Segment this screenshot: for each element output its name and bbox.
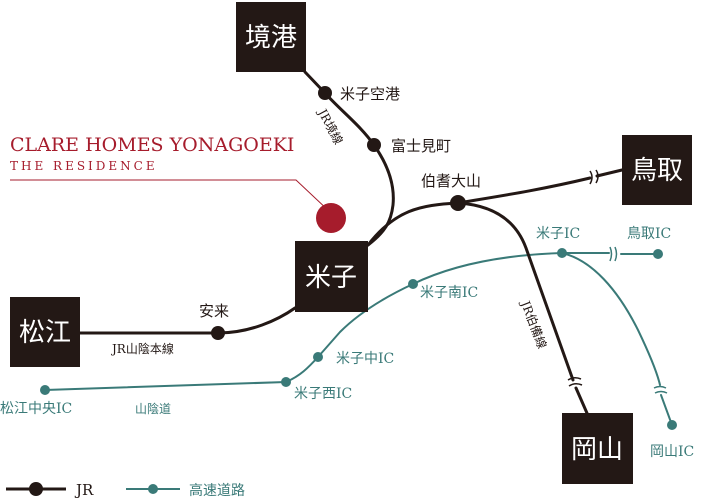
station-hoki-daisen-dot xyxy=(450,195,466,211)
city-tottori: 鳥取 xyxy=(622,135,692,205)
property-leader-line xyxy=(10,179,331,213)
legend-highway-dot xyxy=(148,484,158,494)
city-okayama-label: 岡山 xyxy=(571,435,623,465)
station-fujimicho-label: 富士見町 xyxy=(391,137,451,155)
ic-yonago-nishi-label: 米子西IC xyxy=(294,386,352,402)
ic-okayama-dot xyxy=(667,420,677,430)
station-hoki-daisen-label: 伯耆大山 xyxy=(421,172,481,190)
jr-to-tottori xyxy=(595,168,624,178)
property-subtitle: THE RESIDENCE xyxy=(10,159,158,173)
station-yasugi-label: 安来 xyxy=(199,302,229,320)
jr-sanin-main-line-west xyxy=(78,306,297,335)
ic-tottori-label: 鳥取IC xyxy=(627,226,671,242)
station-yonago-airport-dot xyxy=(318,86,332,100)
highway-sanin-label: 山陰道 xyxy=(135,402,171,416)
property-name: CLARE HOMES YONAGOEKI xyxy=(10,134,294,156)
ic-yonago-minami-dot xyxy=(408,279,418,289)
highway-sanin-expressway xyxy=(44,252,610,391)
highway-yonago-okayama xyxy=(561,252,661,386)
city-yonago-label: 米子 xyxy=(305,263,357,293)
jr-break-marks xyxy=(567,169,599,387)
station-yasugi-dot xyxy=(211,326,225,340)
ic-yonago-naka-label: 米子中IC xyxy=(336,351,394,367)
property-location-dot xyxy=(316,203,346,233)
legend-highway-label: 高速道路 xyxy=(189,482,245,499)
station-yonago-airport-label: 米子空港 xyxy=(340,85,400,103)
ic-yonago-nishi-dot xyxy=(281,377,291,387)
city-tottori-label: 鳥取 xyxy=(631,156,683,186)
ic-tottori-dot xyxy=(653,249,663,259)
ic-matsue-chuo-label: 松江中央IC xyxy=(0,401,72,417)
ic-yonago-naka-dot xyxy=(313,352,323,362)
highway-break-marks xyxy=(609,246,668,394)
legend-jr-label: JR xyxy=(74,481,94,499)
highway-interchanges xyxy=(40,248,677,430)
legend-jr-dot xyxy=(29,482,43,496)
jr-stations xyxy=(211,86,466,340)
property-callout: CLARE HOMES YONAGOEKI THE RESIDENCE xyxy=(10,134,346,233)
highway-lines xyxy=(44,252,673,426)
highway-to-okayama-ic xyxy=(660,394,673,426)
jr-sanin-main-line-label: JR山陰本線 xyxy=(110,341,174,356)
jr-hakubi-line xyxy=(456,201,575,382)
city-sakaiminato: 境港 xyxy=(236,2,306,72)
city-okayama: 岡山 xyxy=(562,413,633,484)
legend: JR 高速道路 xyxy=(6,481,245,499)
legend-jr: JR xyxy=(6,481,94,499)
city-matsue: 松江 xyxy=(10,297,80,367)
city-sakaiminato-label: 境港 xyxy=(245,23,297,53)
ic-yonago-dot xyxy=(557,248,567,258)
legend-highway: 高速道路 xyxy=(126,482,245,499)
city-yonago: 米子 xyxy=(295,241,368,312)
ic-yonago-label: 米子IC xyxy=(536,226,580,242)
ic-okayama-label: 岡山IC xyxy=(650,444,694,460)
city-matsue-label: 松江 xyxy=(19,318,71,348)
station-fujimicho-dot xyxy=(367,138,381,152)
ic-matsue-chuo-dot xyxy=(40,385,50,395)
ic-yonago-minami-label: 米子南IC xyxy=(420,285,478,301)
